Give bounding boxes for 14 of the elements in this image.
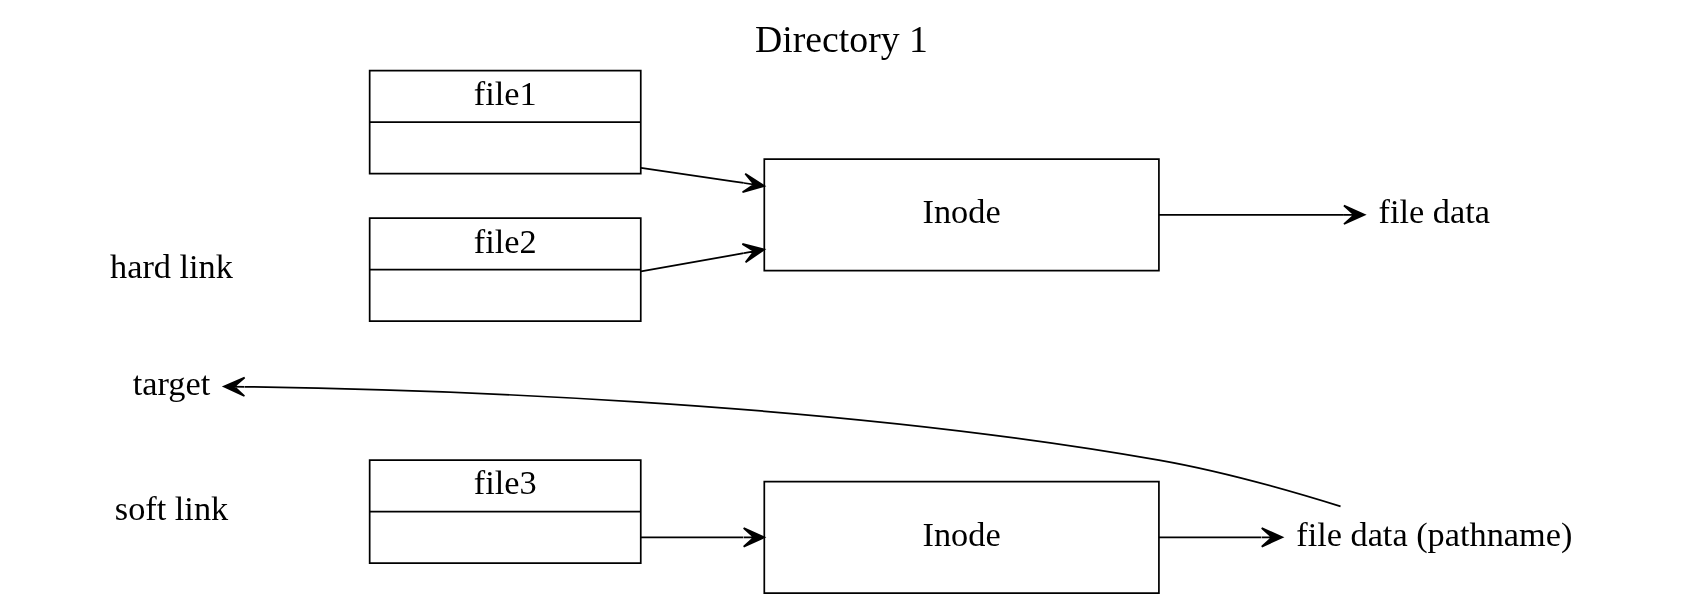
label: hard link (109, 247, 233, 286)
node-box: Inode (762, 480, 1160, 594)
node-text: file data (1378, 192, 1490, 231)
arrow (222, 376, 1341, 508)
label: soft link (114, 489, 228, 528)
arrow (639, 243, 765, 273)
arrow (639, 167, 765, 194)
node-text: file data (pathname) (1295, 514, 1572, 553)
arrow (1157, 204, 1365, 225)
diagram-title: Directory 1 (754, 17, 928, 60)
arrow (1157, 527, 1283, 548)
node-text: target (132, 363, 210, 402)
arrow (639, 527, 765, 548)
node-box: Inode (762, 158, 1160, 272)
